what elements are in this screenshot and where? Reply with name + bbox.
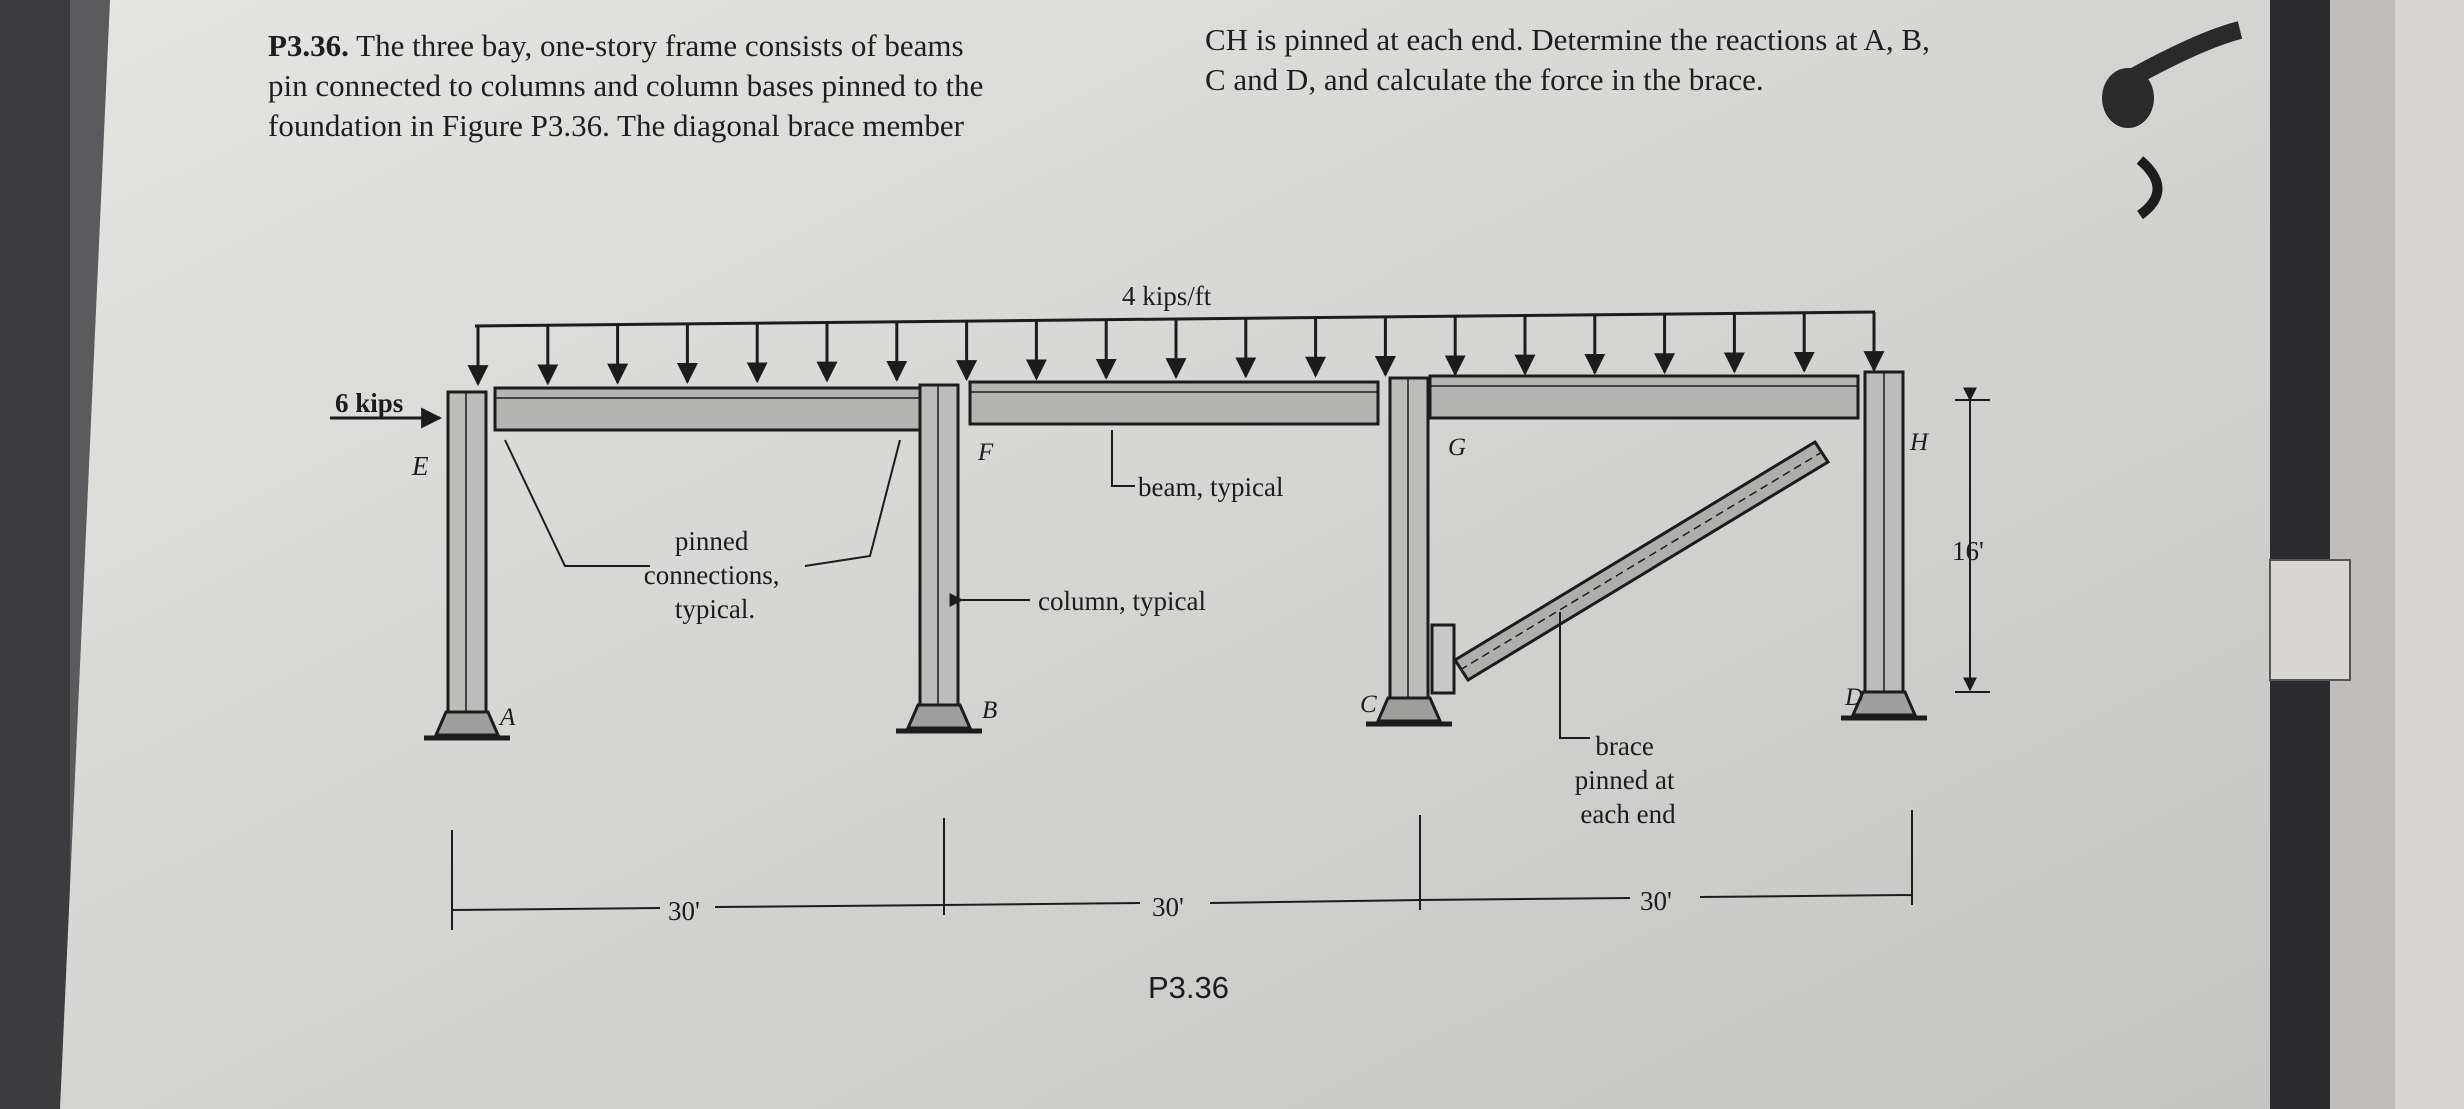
- callout-pinned-line: connections,: [644, 560, 780, 590]
- problem-text-left: The three bay, one-story frame consists …: [268, 28, 984, 143]
- node-h: H: [1909, 429, 1930, 456]
- node-f: F: [977, 439, 994, 466]
- callout-brace-line: brace: [1595, 731, 1653, 761]
- callout-pinned: pinned connections, typical.: [644, 526, 786, 624]
- beams: [493, 374, 1860, 432]
- beam-ef: [493, 386, 922, 432]
- support-b: [905, 703, 973, 730]
- callout-leaders: [504, 387, 1990, 739]
- beam-gh: [1428, 374, 1860, 420]
- beam-fg: [968, 380, 1380, 426]
- load-point-label: 6 kips: [335, 388, 403, 418]
- callout-brace-line: each end: [1580, 799, 1676, 829]
- dimension-bay-1: 30': [668, 896, 700, 926]
- callout-beam: beam, typical: [1138, 472, 1283, 502]
- dimension-bay-2: 30': [1152, 892, 1184, 922]
- problem-statement-left: P3.36. The three bay, one-story frame co…: [268, 26, 1168, 146]
- column-cg: [1388, 376, 1430, 700]
- dimension-bay-3: 30': [1640, 886, 1672, 916]
- column-bf: [918, 383, 960, 707]
- node-g: G: [1448, 434, 1466, 461]
- callout-column: column, typical: [1038, 586, 1206, 616]
- node-c: C: [1360, 691, 1377, 718]
- callout-brace-line: pinned at: [1575, 765, 1675, 795]
- problem-number: P3.36.: [268, 28, 349, 63]
- node-d: D: [1844, 684, 1863, 711]
- diagonal-brace: [1430, 439, 1831, 695]
- problem-statement-right: CH is pinned at each end. Determine the …: [1205, 22, 1930, 97]
- dimension-lines: [451, 810, 1913, 930]
- callout-pinned-line: pinned: [675, 526, 749, 556]
- distributed-load: [467, 310, 1885, 387]
- node-b: B: [982, 697, 997, 724]
- figure-caption: P3.36: [1148, 970, 1229, 1005]
- support-d: [1850, 690, 1918, 717]
- callout-pinned-line: typical.: [675, 594, 755, 624]
- callout-brace: brace pinned at each end: [1575, 731, 1681, 829]
- support-c: [1375, 696, 1443, 723]
- load-distributed-label: 4 kips/ft: [1122, 281, 1212, 311]
- support-a: [433, 710, 501, 737]
- node-a: A: [498, 704, 516, 731]
- pinned-supports: [424, 690, 1927, 741]
- columns: [446, 370, 1905, 714]
- column-ae: [446, 390, 488, 714]
- node-e: E: [411, 451, 429, 481]
- dimension-height: 16': [1952, 536, 1984, 566]
